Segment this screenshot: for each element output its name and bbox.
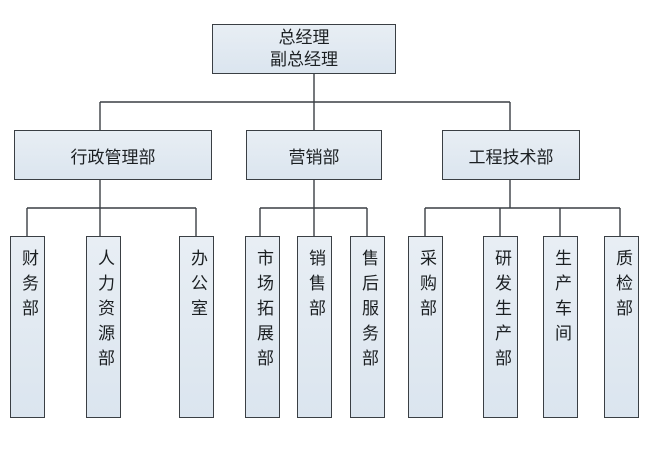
unit-after-sales-label: 售后服务部 (358, 249, 378, 374)
deputy-general-manager-label: 副总经理 (270, 50, 338, 70)
dept-marketing-box: 营销部 (246, 130, 382, 180)
unit-procurement-box: 采购部 (408, 236, 443, 418)
unit-sales-label: 销售部 (305, 249, 325, 324)
dept-engineering-box: 工程技术部 (442, 130, 580, 180)
unit-office-label: 办公室 (187, 249, 207, 324)
unit-hr-label: 人力资源部 (94, 249, 114, 374)
unit-hr-box: 人力资源部 (86, 236, 121, 418)
unit-finance-label: 财务部 (18, 249, 38, 324)
unit-workshop-box: 生产车间 (543, 236, 578, 418)
unit-sales-box: 销售部 (297, 236, 332, 418)
unit-rnd-production-box: 研发生产部 (483, 236, 518, 418)
dept-admin-label: 行政管理部 (70, 147, 156, 168)
general-manager-label: 总经理 (278, 28, 330, 48)
unit-quality-label: 质检部 (612, 249, 632, 324)
unit-workshop-label: 生产车间 (551, 249, 571, 349)
unit-after-sales-box: 售后服务部 (350, 236, 385, 418)
unit-market-dev-label: 市场拓展部 (253, 249, 273, 374)
unit-quality-box: 质检部 (604, 236, 639, 418)
unit-market-dev-box: 市场拓展部 (245, 236, 280, 418)
unit-finance-box: 财务部 (10, 236, 45, 418)
dept-admin-box: 行政管理部 (14, 130, 212, 180)
dept-engineering-label: 工程技术部 (468, 147, 554, 168)
unit-office-box: 办公室 (179, 236, 214, 418)
unit-rnd-production-label: 研发生产部 (491, 249, 511, 374)
general-manager-box: 总经理 副总经理 (212, 24, 396, 74)
dept-marketing-label: 营销部 (288, 147, 340, 168)
unit-procurement-label: 采购部 (416, 249, 436, 324)
